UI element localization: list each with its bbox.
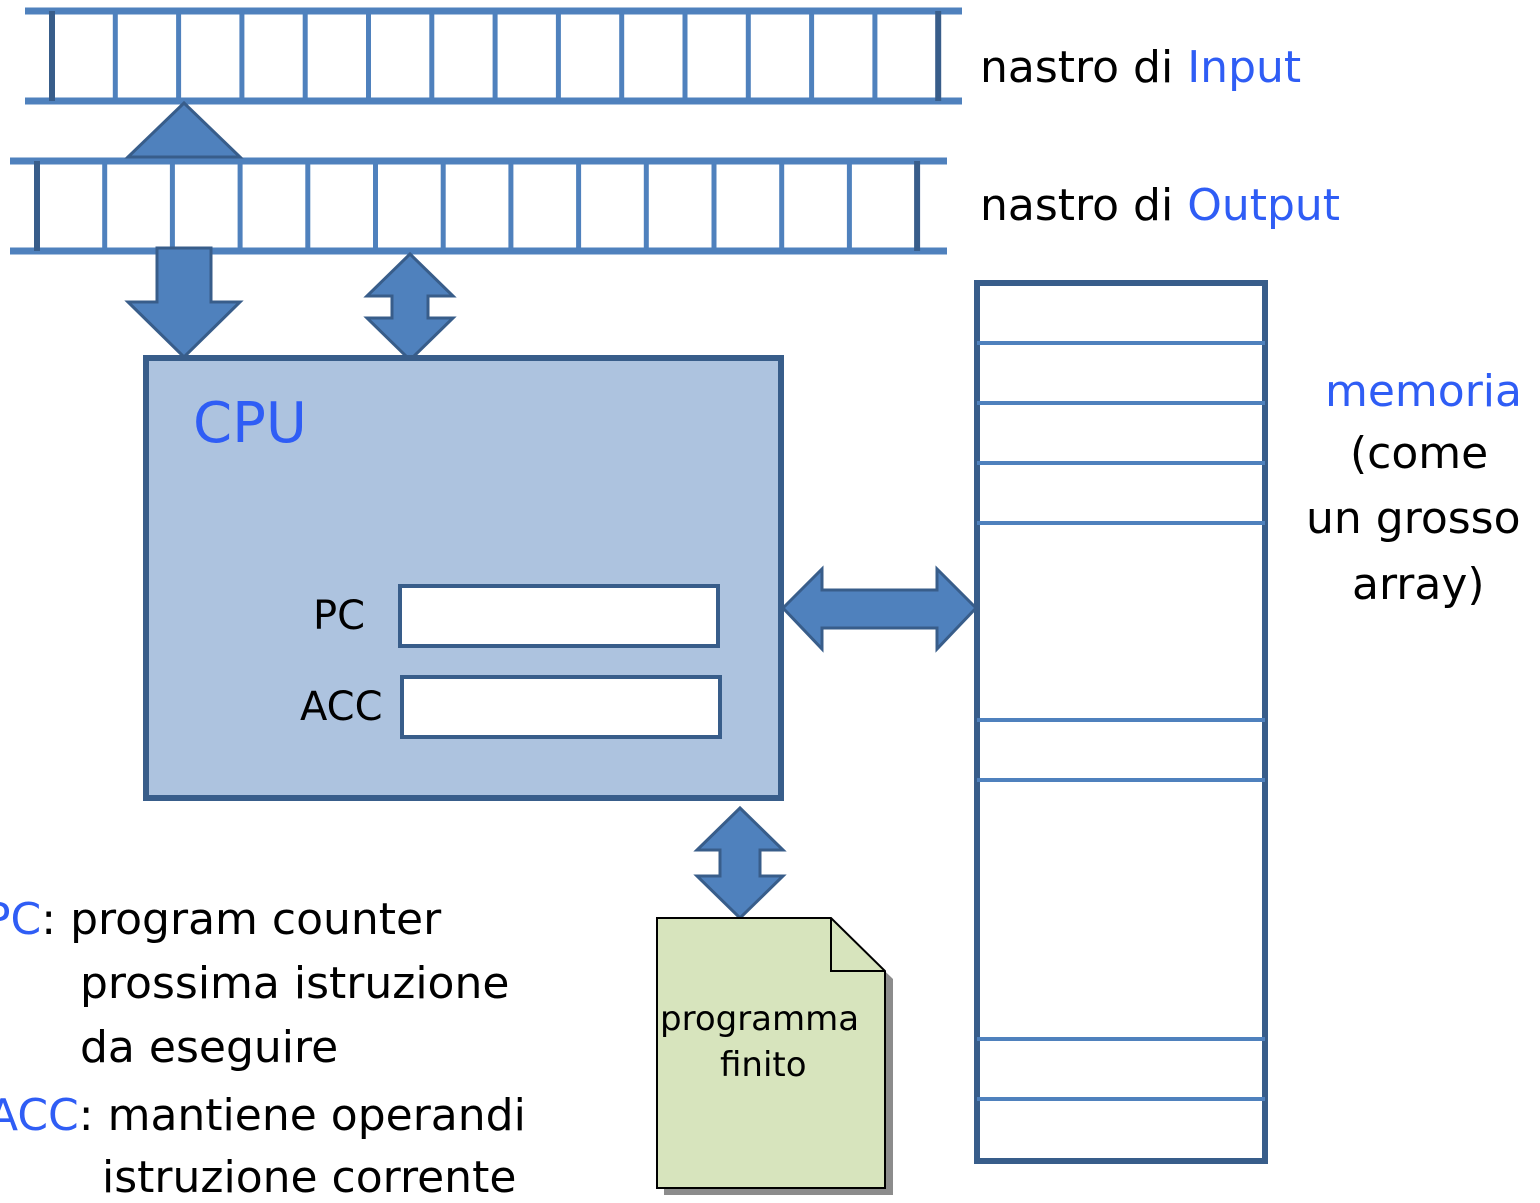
output-tape-prefix: nastro di [980,180,1188,231]
legend-acc-abbr: ACC [0,1090,79,1141]
input-tape [25,7,962,105]
pc-register [398,584,720,648]
memory-note-line2: un grosso [1306,493,1521,544]
memory-note-line1: (come [1350,428,1489,479]
legend-acc-line2: istruzione corrente [102,1152,517,1203]
legend-pc-abbr: PC [0,894,42,945]
acc-register-label: ACC [300,684,383,730]
input-tape-label: nastro di Input [980,46,1301,90]
program-label-line1: programma [660,999,860,1039]
legend-pc-line3: da eseguire [80,1022,339,1073]
input-tape-prefix: nastro di [980,42,1188,93]
cpu-memory-bidirectional-arrow [780,565,979,653]
legend-acc-line1: ACC: mantiene operandi [0,1094,526,1138]
legend-pc-line2: prossima istruzione [80,958,510,1009]
input-tape-name: Input [1187,42,1302,93]
legend-pc-def: : program counter [41,894,442,945]
cpu-title: CPU [193,391,307,456]
memory-note-line3: array) [1352,559,1485,610]
program-label-line2: finito [720,1045,807,1085]
acc-register [400,675,722,739]
memory-array [974,280,1268,1164]
legend-acc-def: : mantiene operandi [78,1090,526,1141]
cpu-program-bidirectional-arrow [693,805,787,921]
program-document [656,917,893,1195]
memory-title: memoria [1325,366,1522,417]
pc-register-label: PC [313,593,366,639]
output-tape [10,157,947,255]
output-tape-label: nastro di Output [980,184,1340,228]
tape-to-cpu-arrow [124,246,244,360]
input-to-output-up-arrow [124,100,244,159]
legend-pc-line1: PC: program counter [0,898,441,942]
output-tape-name: Output [1187,180,1341,231]
output-cpu-bidirectional-arrow [363,251,457,363]
